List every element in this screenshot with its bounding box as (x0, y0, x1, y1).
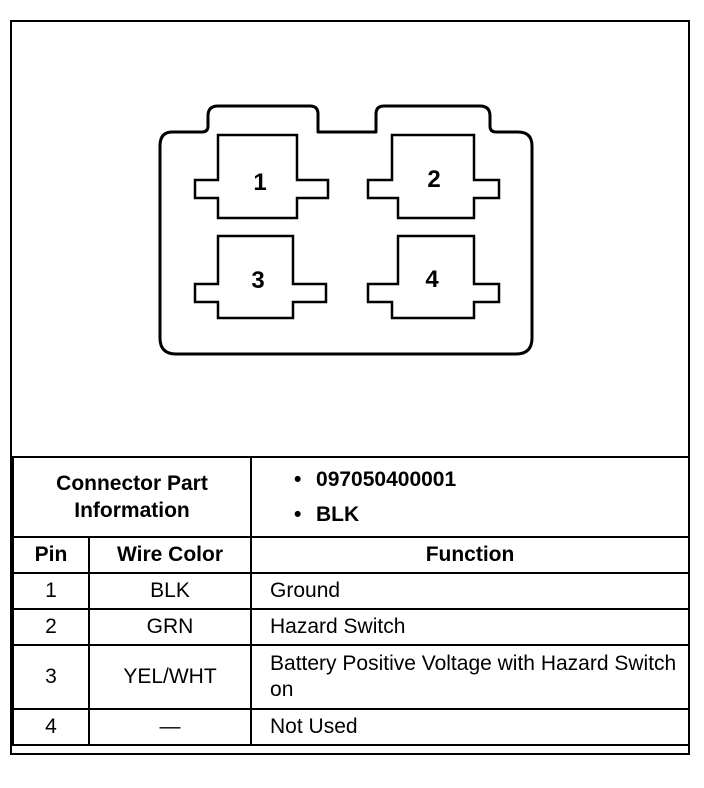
pin-cavity-1 (193, 133, 330, 220)
part-number: 097050400001 (316, 468, 457, 491)
pin-cell: 3 (12, 644, 90, 710)
table-header-row: Pin Wire Color Function (12, 536, 691, 574)
bullet-icon: • (294, 468, 302, 491)
part-info-values: • 097050400001 • BLK (250, 456, 691, 538)
wire-color-cell: YEL/WHT (87, 644, 253, 710)
header-wire-color: Wire Color (87, 536, 253, 574)
function-cell: Hazard Switch (250, 608, 691, 646)
wire-color-cell: — (87, 708, 253, 746)
part-info-value-1: • 097050400001 (294, 462, 688, 497)
pin-cavity-3 (193, 234, 328, 320)
function-cell: Ground (250, 572, 691, 610)
pin-cell: 4 (12, 708, 90, 746)
connector-face-svg: 1 2 3 4 (158, 104, 534, 356)
bullet-icon: • (294, 503, 302, 526)
table-row: 2 GRN Hazard Switch (12, 608, 691, 646)
table-row: 3 YEL/WHT Battery Positive Voltage with … (12, 644, 691, 710)
function-cell: Not Used (250, 708, 691, 746)
connector-color: BLK (316, 503, 360, 526)
pin-label-1: 1 (253, 169, 266, 196)
pin-cavity-4 (366, 234, 501, 320)
pin-cavity-2 (366, 133, 501, 220)
header-pin: Pin (12, 536, 90, 574)
pin-label-2: 2 (427, 166, 440, 193)
wire-color-cell: GRN (87, 608, 253, 646)
part-info-row: Connector Part Information • 097050400001… (11, 456, 691, 538)
wire-color-cell: BLK (87, 572, 253, 610)
table-row: 1 BLK Ground (12, 572, 691, 610)
function-cell: Battery Positive Voltage with Hazard Swi… (250, 644, 691, 710)
connector-frame: 1 2 3 4 Connector Part Information • 0970… (10, 20, 691, 755)
header-function: Function (250, 536, 691, 574)
pin-cell: 2 (12, 608, 90, 646)
pin-label-4: 4 (425, 266, 439, 293)
pin-label-3: 3 (251, 267, 264, 294)
table-row: 4 — Not Used (12, 708, 691, 746)
connector-housing (158, 104, 534, 356)
pin-cell: 1 (12, 572, 90, 610)
part-info-value-2: • BLK (294, 497, 688, 532)
part-info-label: Connector Part Information (11, 456, 253, 538)
connector-diagram: 1 2 3 4 (12, 22, 688, 456)
pinout-table: Connector Part Information • 097050400001… (11, 456, 691, 746)
